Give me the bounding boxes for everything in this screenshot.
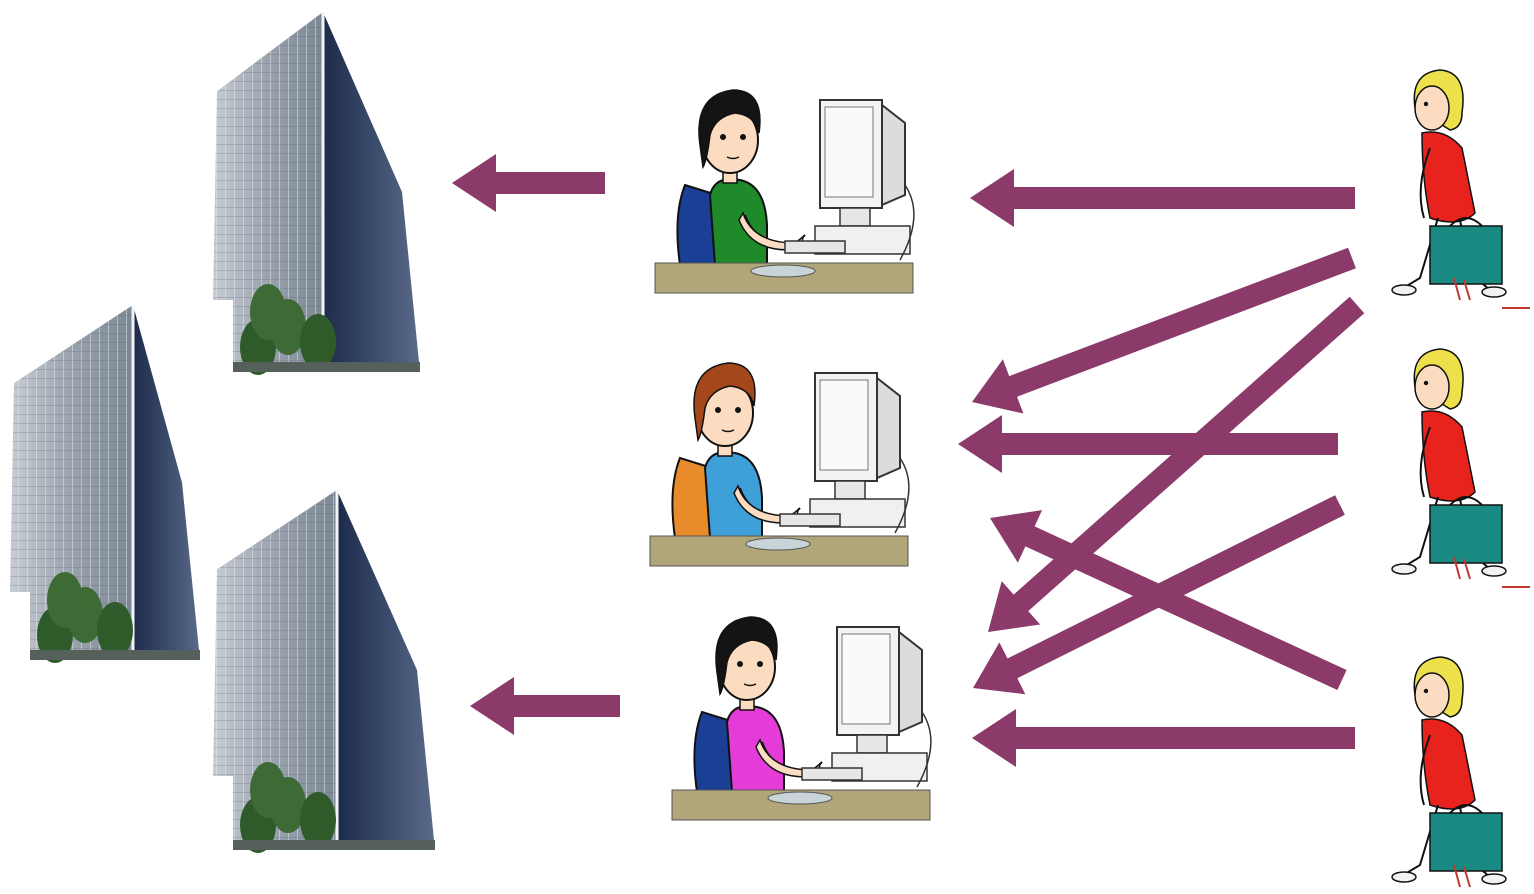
arrow-clerk-top-to-building	[452, 154, 605, 212]
building-top-icon	[213, 12, 420, 375]
arrow-customer-bottom-to-clerk-bottom	[972, 709, 1355, 767]
arrow-customer-top-to-clerk-bottom	[988, 296, 1365, 632]
customer-bottom-icon	[1391, 656, 1507, 888]
building-bottom-icon	[213, 490, 435, 853]
clerk-bottom-icon	[671, 616, 932, 821]
arrow-customer-top-to-clerk-top	[970, 169, 1355, 227]
clerk-top-icon	[654, 89, 915, 294]
customer-top-icon	[1391, 69, 1530, 309]
clerk-middle-icon	[649, 362, 910, 567]
arrow-customer-top-to-clerk-middle	[972, 247, 1356, 414]
building-left-icon	[10, 305, 200, 663]
arrow-customer-bottom-to-clerk-middle	[990, 510, 1347, 690]
arrow-customer-middle-to-clerk-middle	[958, 415, 1338, 473]
customer-middle-icon	[1391, 348, 1530, 588]
arrow-clerk-bottom-to-building	[470, 677, 620, 735]
